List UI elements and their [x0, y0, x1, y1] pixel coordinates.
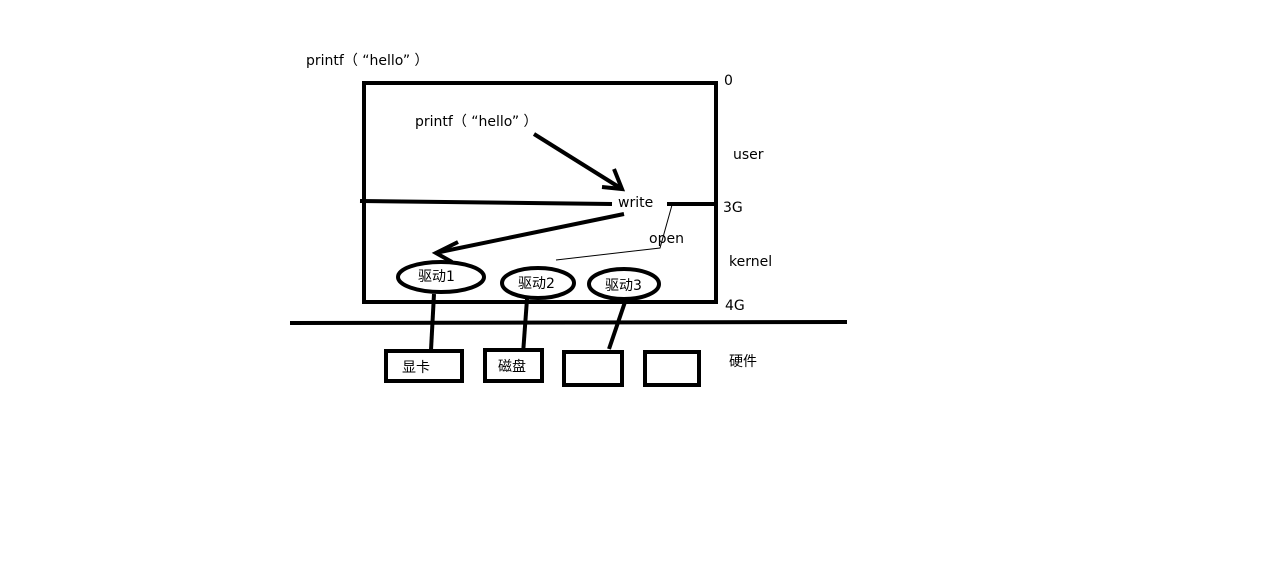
- driver2-device2-connector: [521, 298, 529, 355]
- hardware-boundary-line: [289, 320, 848, 325]
- driver1-label: 驱动1: [418, 269, 455, 285]
- address-3g-label: 3G: [723, 200, 743, 216]
- driver1-ellipse: [396, 260, 486, 294]
- address-space-box: [362, 81, 718, 304]
- driver1-device1-connector: [429, 293, 436, 351]
- driver3-label: 驱动3: [605, 278, 642, 294]
- hardware-label: 硬件: [729, 354, 757, 370]
- write-syscall-label: write: [618, 195, 653, 211]
- write-to-driver1-arrow: [439, 212, 625, 254]
- inner-printf-label: printf（ “hello” ）: [415, 114, 538, 130]
- device1-label: 显卡: [402, 360, 430, 376]
- outer-printf-label: printf（ “hello” ）: [306, 53, 429, 69]
- user-kernel-boundary-left: [359, 199, 613, 206]
- driver2-label: 驱动2: [518, 276, 555, 292]
- device1-box: [384, 349, 464, 383]
- device2-box: [483, 348, 544, 383]
- address-4g-label: 4G: [725, 298, 745, 314]
- address-0-label: 0: [724, 73, 733, 89]
- printf-to-write-arrow: [532, 132, 624, 191]
- driver3-device3-connector: [607, 298, 628, 350]
- driver2-ellipse: [500, 266, 576, 300]
- open-syscall-label: open: [649, 231, 684, 247]
- device2-label: 磁盘: [498, 358, 526, 375]
- device4-box: [643, 350, 701, 387]
- device3-box: [562, 350, 624, 387]
- open-connector-line: [555, 204, 673, 261]
- kernel-region-label: kernel: [729, 254, 772, 270]
- write-to-driver1-arrowhead: [431, 240, 459, 264]
- printf-to-write-arrowhead: [601, 168, 626, 192]
- user-region-label: user: [733, 147, 764, 163]
